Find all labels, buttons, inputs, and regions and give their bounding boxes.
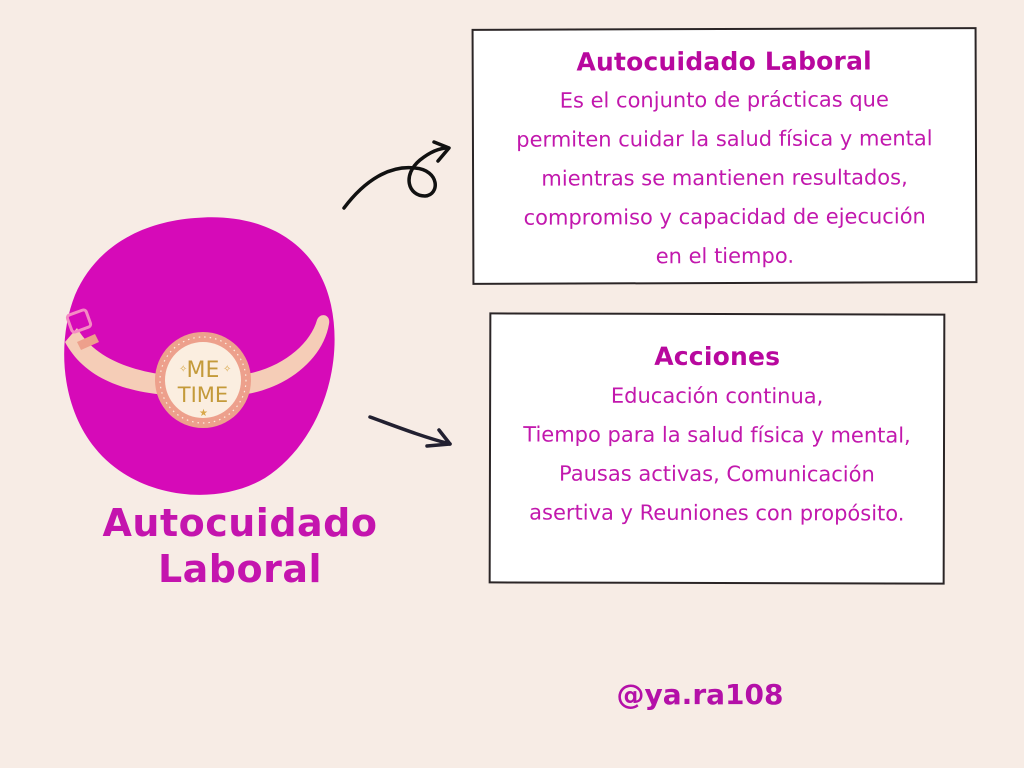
me-time-watch-illustration: ME TIME ✧ ✧ ★ [64, 217, 335, 495]
main-title: Autocuidado Laboral [90, 500, 390, 592]
sparkle-icon: ✧ [223, 364, 231, 375]
definition-line: en el tiempo. [655, 243, 795, 269]
actions-card-title: Acciones [654, 341, 781, 372]
main-title-line-2: Laboral [157, 547, 323, 591]
definition-line: compromiso y capacidad de ejecución [523, 204, 926, 230]
action-line: Tiempo para la salud física y mental, [523, 422, 911, 448]
definition-card-title: Autocuidado Laboral [576, 46, 872, 77]
action-line: Educación continua, [610, 383, 824, 409]
watch-text-time: TIME [177, 383, 228, 407]
author-handle: @ya.ra108 [616, 678, 784, 711]
star-icon: ★ [199, 408, 208, 419]
main-title-line-1: Autocuidado [102, 501, 378, 545]
curved-arrow-icon [368, 415, 452, 448]
actions-card-body: Educación continua, Tiempo para la salud… [491, 376, 943, 533]
curly-arrow-icon [342, 140, 451, 210]
definition-line: permiten cuidar la salud física y mental [516, 126, 933, 152]
watch-strap [65, 315, 330, 395]
watch-text-me: ME [187, 358, 220, 383]
definition-line: Es el conjunto de prácticas que [559, 87, 889, 113]
definition-line: mientras se mantienen resultados, [541, 165, 908, 191]
actions-card: Acciones Educación continua, Tiempo para… [488, 312, 946, 585]
watch-buckle-icon [65, 308, 93, 334]
action-line: Pausas activas, Comunicación [559, 461, 875, 487]
sparkle-icon: ✧ [179, 364, 187, 375]
action-line: asertiva y Reuniones con propósito. [529, 500, 905, 526]
watch-face [165, 342, 241, 418]
definition-card: Autocuidado Laboral Es el conjunto de pr… [471, 27, 978, 285]
definition-card-body: Es el conjunto de prácticas que permiten… [474, 80, 976, 277]
